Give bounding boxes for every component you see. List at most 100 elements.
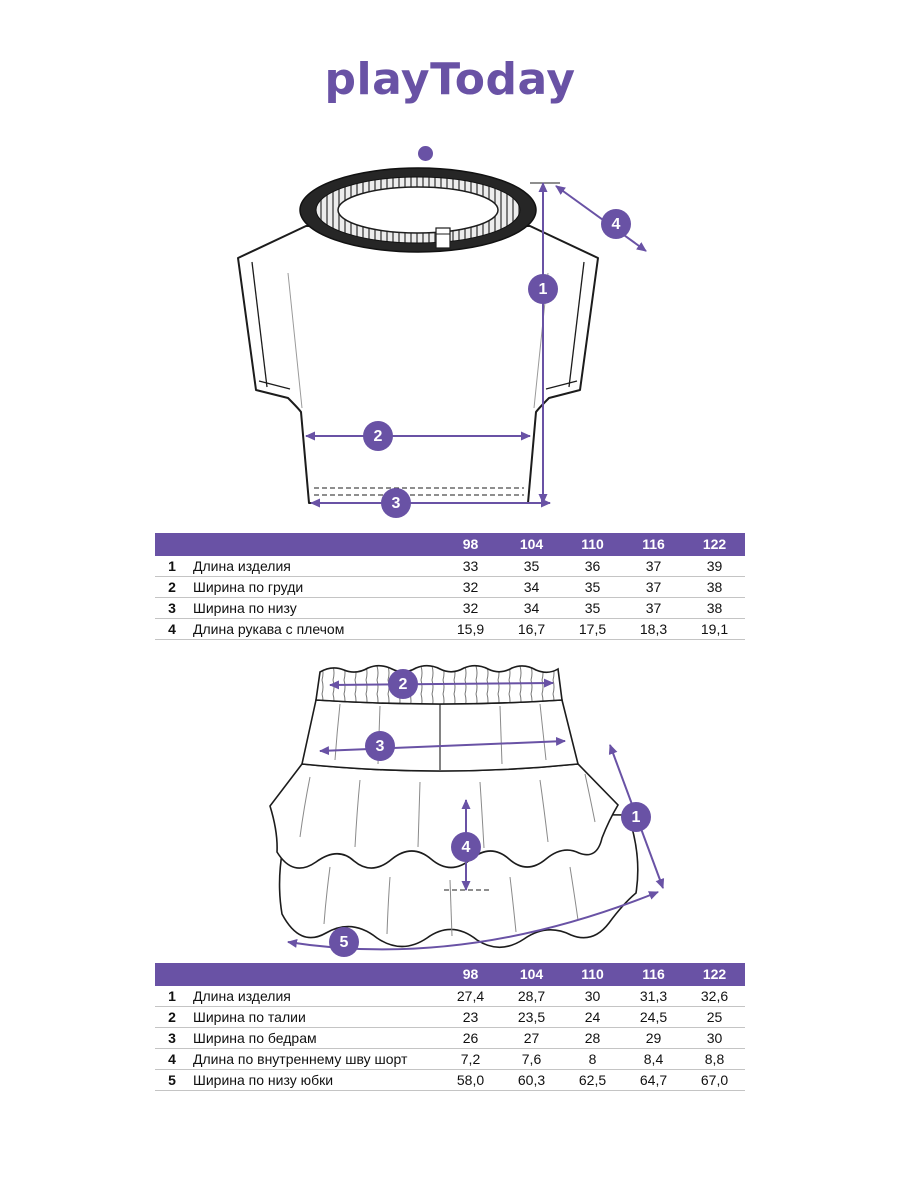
size-header-cell: 122	[702, 966, 727, 982]
tshirt-drawing: 1 2 3 4	[237, 167, 647, 518]
measure-marker-5: 5	[329, 927, 359, 957]
value-cell: 32	[462, 600, 479, 616]
value-cell: 17,5	[578, 621, 607, 637]
neck-label	[435, 227, 451, 249]
value-cell: 18,3	[639, 621, 668, 637]
value-cell: 32,6	[700, 988, 729, 1004]
row-label: Ширина по низу юбки	[193, 1072, 334, 1088]
size-header-cell: 110	[581, 536, 604, 552]
size-header-cell: 104	[519, 536, 544, 552]
row-number: 1	[168, 988, 176, 1004]
header-spacer	[189, 963, 440, 986]
value-cell: 28,7	[517, 988, 546, 1004]
value-cell: 8,8	[704, 1051, 725, 1067]
yoke-wrinkle	[499, 705, 503, 765]
value-cell: 29	[645, 1030, 662, 1046]
marker-label: 3	[392, 495, 401, 512]
value-cell: 37	[645, 600, 662, 616]
size-header-cell: 98	[462, 536, 479, 552]
value-cell: 37	[645, 558, 662, 574]
row-number: 3	[168, 1030, 176, 1046]
measure-marker-2: 2	[388, 669, 418, 699]
left-cuff-line	[251, 261, 268, 388]
value-cell: 23,5	[517, 1009, 546, 1025]
value-cell: 19,1	[700, 621, 729, 637]
value-cell: 24	[584, 1009, 601, 1025]
value-cell: 31,3	[639, 988, 668, 1004]
measure-marker-2: 2	[363, 421, 393, 451]
collar-inner-opening	[337, 186, 499, 234]
marker-label: 2	[399, 676, 408, 693]
value-cell: 26	[462, 1030, 479, 1046]
measure-marker-3: 3	[365, 731, 395, 761]
measure-line-2	[329, 678, 554, 690]
value-cell: 38	[706, 600, 723, 616]
value-cell: 30	[706, 1030, 723, 1046]
value-cell: 62,5	[578, 1072, 607, 1088]
ruffle-wrinkle	[354, 779, 361, 848]
size-header-cell: 116	[642, 536, 665, 552]
size-header-cell: 110	[581, 966, 604, 982]
row-number: 2	[168, 579, 176, 595]
value-cell: 36	[584, 558, 601, 574]
value-cell: 33	[462, 558, 479, 574]
value-cell: 27,4	[456, 988, 485, 1004]
value-cell: 30	[584, 988, 601, 1004]
size-header-row: 98 104 110 116 122	[155, 533, 745, 556]
value-cell: 38	[706, 579, 723, 595]
yoke-wrinkle	[539, 703, 547, 761]
marker-label: 1	[539, 281, 548, 298]
value-cell: 15,9	[456, 621, 485, 637]
right-cuff-hem	[545, 380, 578, 390]
marker-label: 5	[340, 934, 349, 951]
measure-line-3	[319, 736, 566, 756]
value-cell: 32	[462, 579, 479, 595]
value-cell: 60,3	[517, 1072, 546, 1088]
size-header-cell: 104	[519, 966, 544, 982]
ruffle-wrinkle	[479, 781, 485, 849]
row-number: 4	[168, 621, 176, 637]
value-cell: 58,0	[456, 1072, 485, 1088]
measure-line-4	[555, 185, 647, 252]
marker-label: 1	[632, 809, 641, 826]
header-spacer	[155, 963, 189, 986]
row-label: Длина изделия	[193, 988, 291, 1004]
marker-label: 4	[462, 839, 471, 856]
measure-marker-1: 1	[528, 274, 558, 304]
row-label: Длина по внутреннему шву шорт	[193, 1051, 408, 1067]
measure-marker-3: 3	[381, 488, 411, 518]
marker-label: 4	[612, 216, 621, 233]
measure-marker-1: 1	[621, 802, 651, 832]
value-cell: 8,4	[643, 1051, 664, 1067]
row-label: Длина рукава с плечом	[193, 621, 345, 637]
measure-marker-4: 4	[601, 209, 631, 239]
brand-logo-text: playToday	[324, 54, 576, 105]
row-number: 2	[168, 1009, 176, 1025]
ruffle-wrinkle	[584, 773, 596, 823]
value-cell: 35	[584, 579, 601, 595]
row-label: Ширина по бедрам	[193, 1030, 317, 1046]
value-cell: 28	[584, 1030, 601, 1046]
brand-logo-dot-icon	[417, 146, 433, 161]
header-spacer	[189, 533, 440, 556]
value-cell: 35	[584, 600, 601, 616]
value-cell: 39	[706, 558, 723, 574]
left-cuff-hem	[258, 380, 291, 390]
table-row: 1 Длина изделия 27,4 28,7 30 31,3 32,6	[155, 986, 745, 1007]
measure-marker-4: 4	[451, 832, 481, 862]
marker-label: 2	[374, 428, 383, 445]
row-number: 1	[168, 558, 176, 574]
value-cell: 34	[523, 579, 540, 595]
row-number: 3	[168, 600, 176, 616]
value-cell: 27	[523, 1030, 540, 1046]
size-header-cell: 122	[702, 536, 727, 552]
